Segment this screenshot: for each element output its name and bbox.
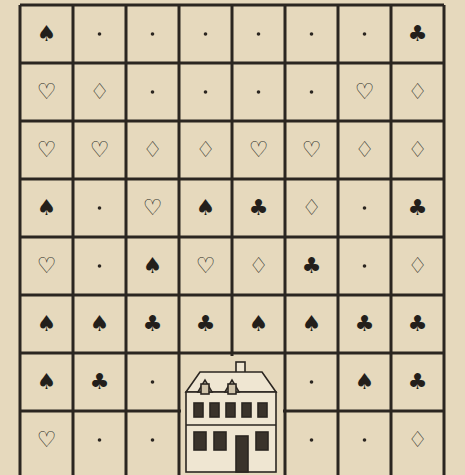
suit-symbol: ♡ (22, 65, 71, 119)
empty-cell-dots (98, 32, 367, 442)
suit-symbol: ♡ (181, 239, 230, 293)
suit-symbol: ♠ (75, 297, 124, 351)
suit-symbol: ♣ (393, 181, 442, 235)
suit-symbol: ♠ (22, 7, 71, 61)
suit-symbol: ♢ (75, 65, 124, 119)
suit-symbol: ♣ (340, 297, 389, 351)
suit-symbol: ♣ (128, 297, 177, 351)
suit-symbol: ♡ (287, 123, 336, 177)
suit-symbol: ♠ (22, 181, 71, 235)
suit-symbol: ♠ (234, 297, 283, 351)
suit-symbol: ♢ (393, 413, 442, 467)
suit-symbol: ♢ (128, 123, 177, 177)
suit-symbol: ♣ (234, 181, 283, 235)
suit-symbol: ♡ (234, 123, 283, 177)
suit-symbol: ♣ (75, 355, 124, 409)
suit-symbol: ♡ (340, 65, 389, 119)
suit-symbol: ♣ (393, 7, 442, 61)
suit-symbol: ♠ (181, 181, 230, 235)
house-illustration (181, 356, 283, 475)
suit-symbol: ♡ (75, 123, 124, 177)
suit-symbol: ♣ (181, 297, 230, 351)
suit-symbol: ♡ (22, 123, 71, 177)
suit-symbol: ♢ (234, 239, 283, 293)
suit-symbol: ♡ (22, 413, 71, 467)
suit-symbol: ♠ (22, 297, 71, 351)
suit-symbol: ♣ (287, 239, 336, 293)
suit-symbol: ♠ (128, 239, 177, 293)
suit-symbol: ♡ (22, 239, 71, 293)
suit-symbol: ♠ (22, 355, 71, 409)
grid-lines (20, 5, 444, 475)
suit-symbol: ♣ (393, 297, 442, 351)
suit-symbol: ♢ (393, 123, 442, 177)
suit-symbol: ♢ (181, 123, 230, 177)
suit-symbol: ♢ (393, 65, 442, 119)
suit-symbol: ♣ (393, 355, 442, 409)
suit-symbol: ♢ (393, 239, 442, 293)
suit-symbol: ♢ (340, 123, 389, 177)
suit-symbol: ♠ (287, 297, 336, 351)
suit-symbol: ♡ (128, 181, 177, 235)
suit-symbol: ♢ (287, 181, 336, 235)
suit-symbol: ♠ (340, 355, 389, 409)
